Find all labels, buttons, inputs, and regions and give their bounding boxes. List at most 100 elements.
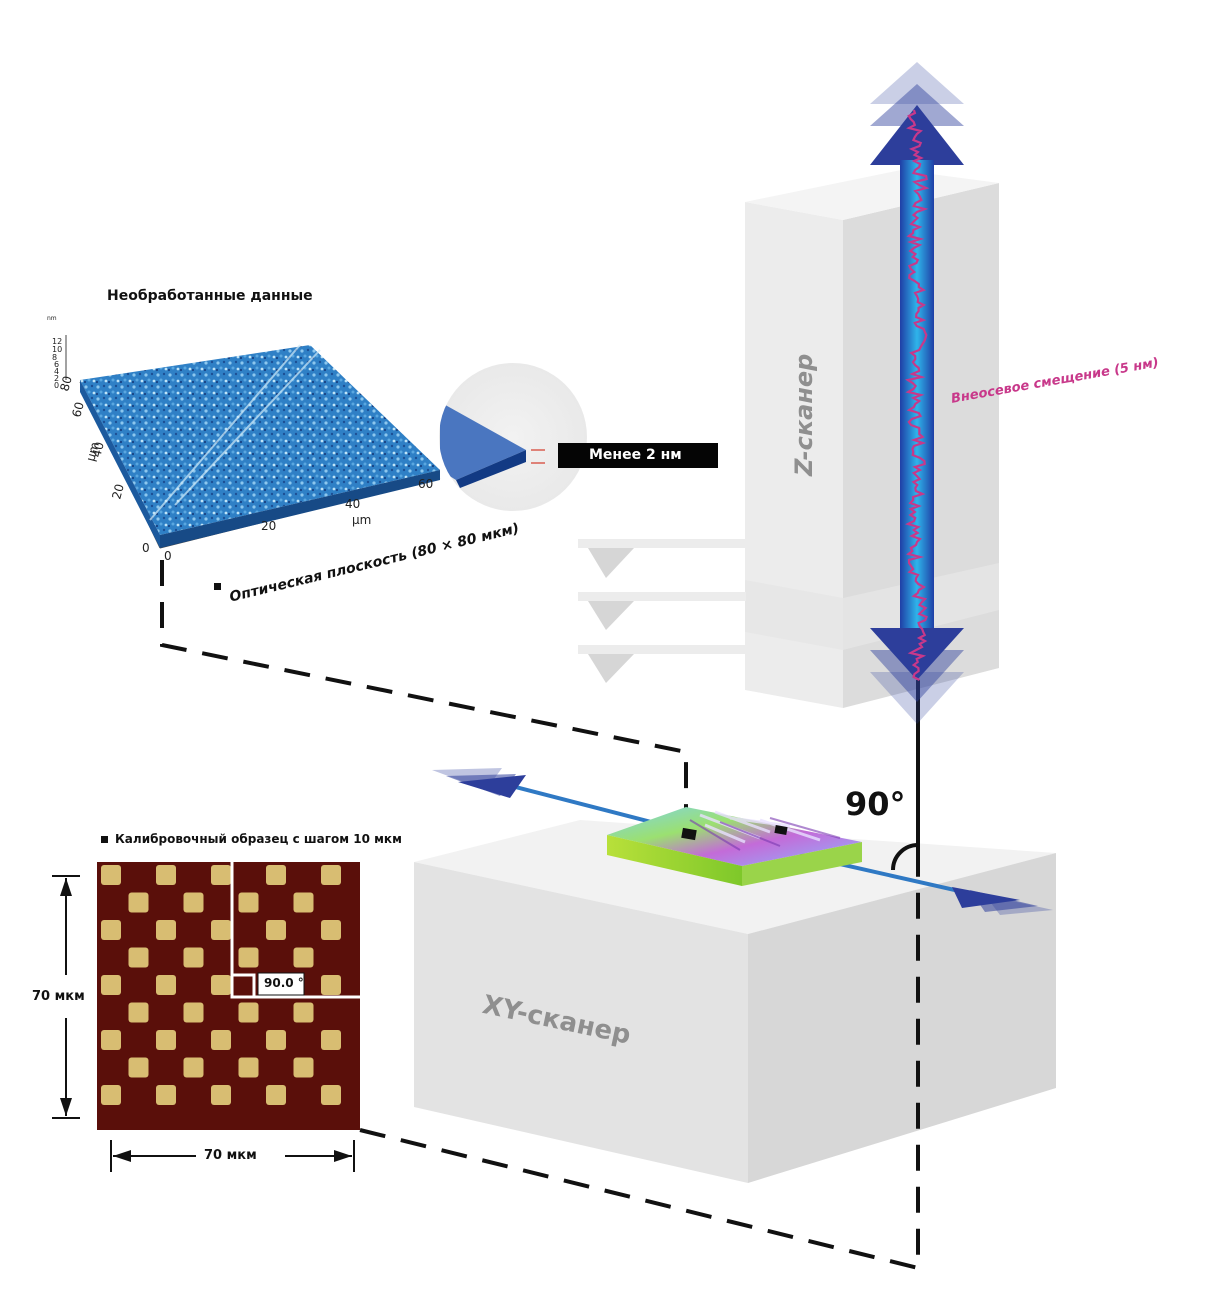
dim-arrow-down — [60, 1098, 72, 1116]
calibration-square — [101, 865, 121, 885]
calibration-square — [321, 865, 341, 885]
calibration-square — [266, 1085, 286, 1105]
calibration-square — [156, 920, 176, 940]
y-tick: 80 — [57, 374, 74, 392]
y-axis-label: μm — [83, 440, 102, 462]
z-tick: 2 — [54, 374, 59, 383]
z-tick: 8 — [52, 353, 57, 362]
z-tick: 6 — [54, 360, 59, 369]
surface-scratch — [149, 344, 321, 521]
right-angle-arc — [891, 843, 919, 871]
calibration-square — [183, 1002, 204, 1023]
calibration-square — [211, 975, 231, 995]
calibration-square — [183, 947, 204, 968]
calibration-square — [321, 920, 341, 940]
calibration-title: Калибровочный образец с шагом 10 мкм — [115, 832, 402, 846]
z-scanner-band — [745, 563, 999, 650]
dimension-horizontal-label: 70 мкм — [204, 1148, 257, 1163]
dimension-vertical-label: 70 мкм — [32, 989, 85, 1004]
dim-arrow-right — [334, 1150, 352, 1162]
magnified-wedge-edge — [456, 450, 526, 488]
dashed-connector-calib — [359, 872, 920, 1271]
sample-marker-1 — [681, 827, 697, 841]
z-arrowhead-ghost-3 — [870, 650, 964, 702]
calibration-square — [293, 947, 314, 968]
off-axis-noise-trace — [905, 109, 930, 681]
calibration-square — [321, 1030, 341, 1050]
z-scanner-column — [745, 170, 999, 708]
z-tick: 4 — [54, 367, 59, 376]
bullet-optical — [214, 583, 221, 590]
calibration-square — [128, 947, 149, 968]
z-unit-label: nm — [47, 315, 57, 322]
x-tick: 20 — [261, 519, 276, 533]
calibration-square — [211, 920, 231, 940]
calibration-square — [156, 865, 176, 885]
calibration-square — [101, 975, 121, 995]
sample-chip — [607, 807, 862, 886]
y-tick: 0 — [142, 541, 150, 555]
calibration-square — [128, 892, 149, 913]
z-tick: 10 — [52, 345, 62, 354]
sample-right-face — [742, 842, 862, 886]
z-scanner-top — [745, 170, 999, 220]
dashed-connector-optical — [160, 560, 688, 826]
raw-surface-plot: nm 12 10 8 6 4 2 0 0 20 40 60 80 μm 0 20… — [47, 315, 441, 563]
calibration-angle-value: 90.0 ° — [264, 976, 304, 990]
calibration-square — [101, 920, 121, 940]
y-arrowhead-right — [952, 887, 1020, 908]
magnifier — [439, 363, 718, 511]
less-than-badge — [558, 443, 718, 468]
calibration-square — [101, 1030, 121, 1050]
calibration-square — [211, 1030, 231, 1050]
calibration-square — [293, 1057, 314, 1078]
z-scanner-label: Z-сканер — [790, 353, 818, 476]
calibration-square — [101, 1085, 121, 1105]
bullet-calibration — [101, 836, 108, 843]
xy-direction-arrows — [432, 768, 1053, 915]
calibration-squares — [101, 865, 341, 1105]
calibration-square — [211, 1085, 231, 1105]
x-tick: 40 — [345, 497, 360, 511]
calibration-square — [156, 975, 176, 995]
cantilever-2 — [578, 592, 746, 630]
x-arrowhead-left — [458, 775, 526, 798]
cantilever-1 — [578, 539, 746, 578]
z-tick: 0 — [54, 381, 59, 390]
cantilevers — [578, 539, 746, 683]
calib-angle-box — [257, 972, 305, 996]
calibration-square — [321, 1085, 341, 1105]
calibration-square — [183, 892, 204, 913]
calibration-square — [238, 947, 259, 968]
raw-data-title: Необработанные данные — [107, 288, 313, 304]
sample-left-face — [607, 835, 742, 886]
calib-right-angle-marker — [232, 973, 256, 997]
calibration-square — [266, 865, 286, 885]
dim-arrow-left — [113, 1150, 131, 1162]
z-tick: 12 — [52, 337, 62, 346]
calibration-square — [266, 1030, 286, 1050]
xy-scanner-left-face — [414, 862, 748, 1183]
calibration-sample — [97, 862, 360, 1130]
x-tick: 0 — [164, 549, 172, 563]
sample-marker-2 — [774, 825, 788, 835]
xy-scanner-block — [414, 820, 1056, 1183]
x-axis-label: μm — [352, 513, 371, 527]
less-than-2nm-label: Менее 2 нм — [589, 447, 682, 463]
magnified-wedge-top — [440, 402, 526, 480]
calibration-square — [238, 892, 259, 913]
calibration-square — [293, 892, 314, 913]
dim-arrow-up — [60, 878, 72, 896]
cantilever-3 — [578, 645, 746, 683]
surface-top — [80, 345, 440, 535]
y-tick: 60 — [69, 400, 86, 418]
calibration-square — [266, 920, 286, 940]
calibration-square — [238, 1002, 259, 1023]
z-arrowhead-ghost-4 — [870, 672, 964, 724]
dashed-connectors — [160, 560, 920, 1271]
calibration-dimensions — [52, 875, 355, 1172]
y-tick: 20 — [109, 482, 126, 500]
calibration-square — [321, 975, 341, 995]
calibration-square — [128, 1002, 149, 1023]
z-motion-arrow — [870, 62, 964, 724]
